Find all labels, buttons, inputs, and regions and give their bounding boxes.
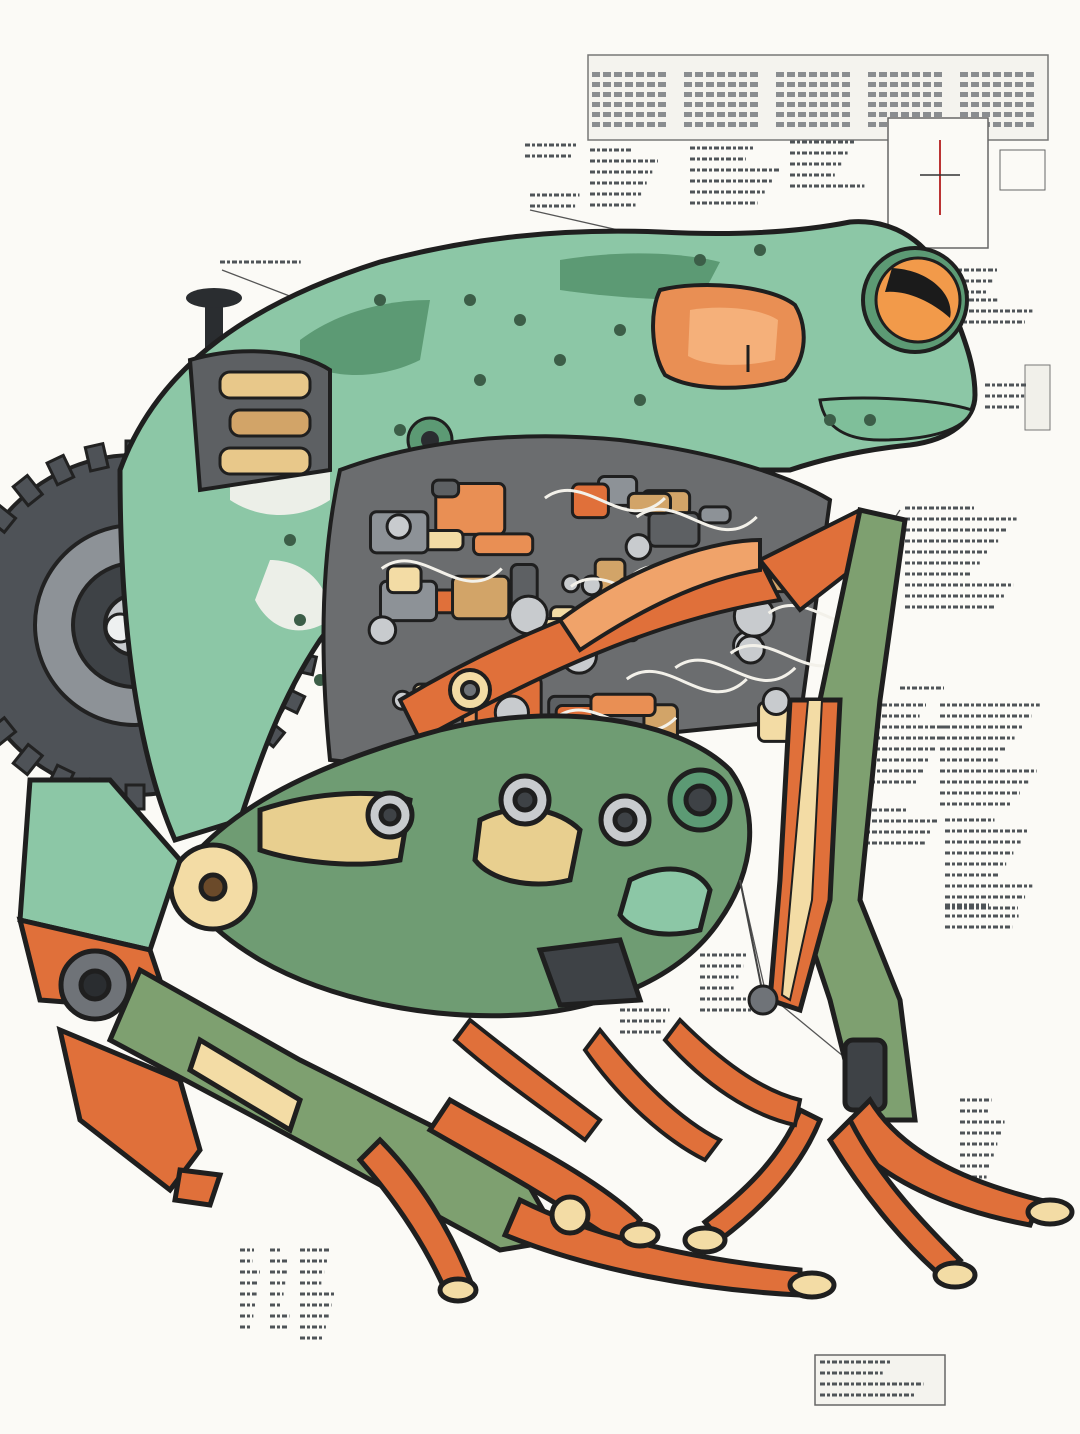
rear-lower-leg — [16, 777, 837, 1304]
hind-leg — [185, 713, 753, 1019]
underbody-toes — [452, 1016, 803, 1163]
probe-pendulum — [739, 879, 779, 1016]
frog-body-shell — [117, 219, 978, 844]
annotation-text-blocks — [220, 140, 1040, 1397]
front-leg — [682, 507, 1075, 1290]
hip-joint — [168, 842, 258, 932]
